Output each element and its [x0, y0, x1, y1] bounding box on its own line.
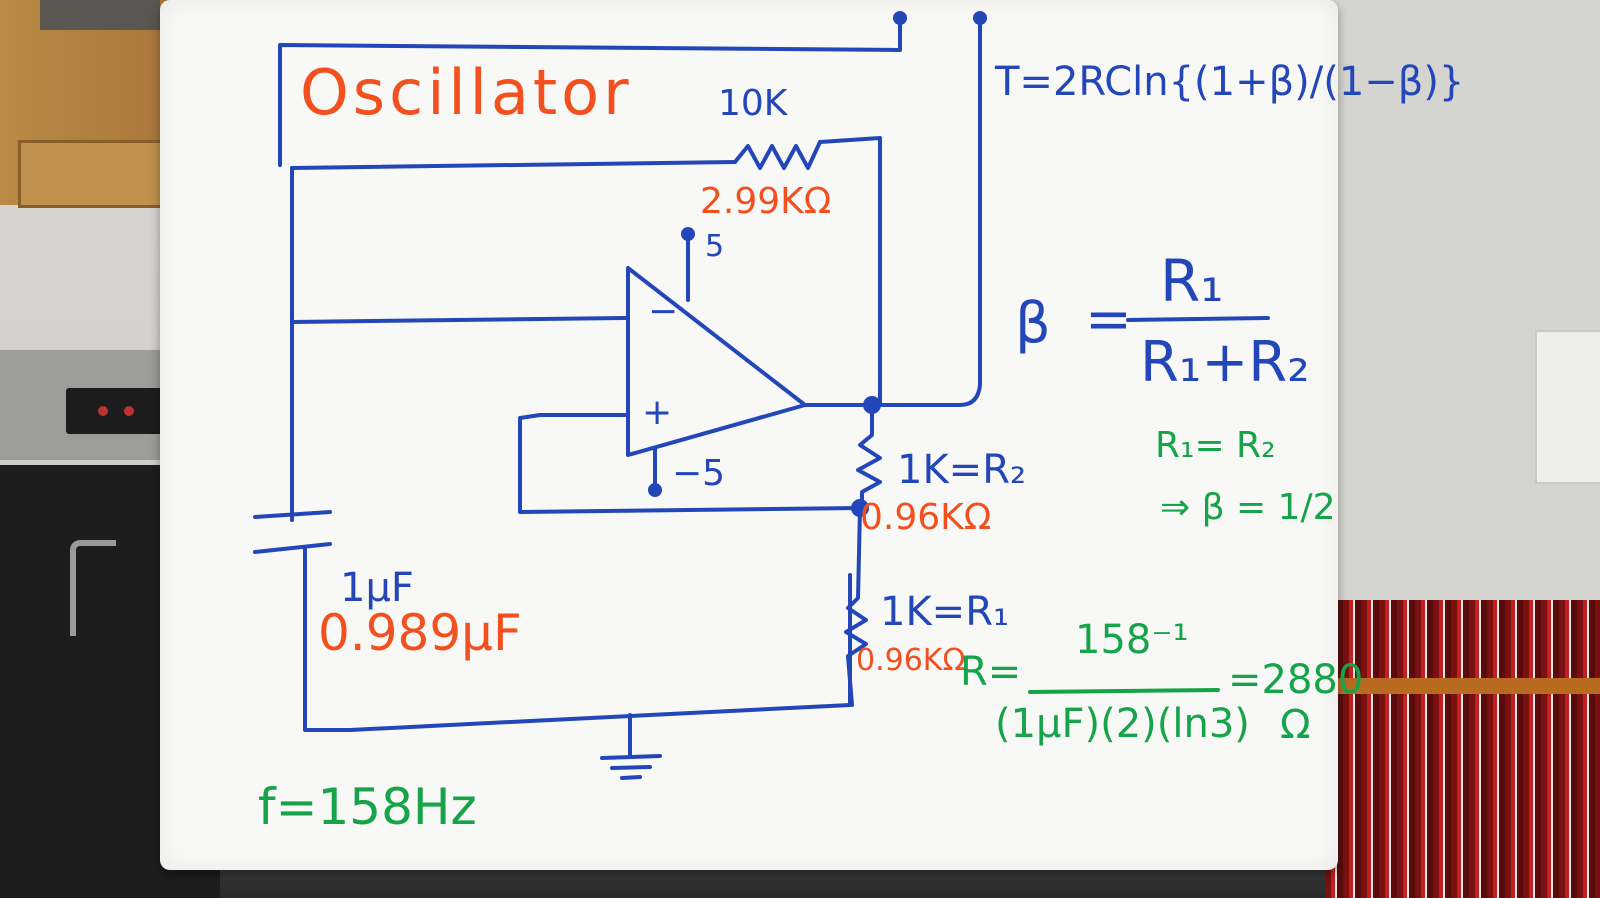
capacitor-plate-top	[253, 510, 332, 519]
r-fraction-bar	[1028, 688, 1220, 694]
feedback-resistor-measured: 2.99KΩ	[700, 181, 832, 222]
capacitor-nominal: 1μF	[340, 565, 414, 611]
resistor-r1	[844, 506, 868, 707]
inverting-input-wire	[290, 316, 627, 324]
beta-denominator: R₁+R₂	[1140, 330, 1310, 395]
outlet-socket	[124, 406, 134, 416]
r2-measured: 0.96KΩ	[860, 497, 992, 538]
r-numerator: 158⁻¹	[1075, 617, 1189, 663]
beta-equals: =	[1085, 287, 1132, 352]
op-amp-minus: −	[648, 291, 679, 332]
output-terminal-1	[893, 11, 907, 25]
supply-positive-terminal	[681, 227, 695, 241]
beta-fraction-bar	[1126, 316, 1270, 322]
beta-half-note: ⇒ β = 1/2	[1160, 487, 1336, 528]
r1-measured: 0.96KΩ	[856, 643, 966, 678]
feedback-resistor-nominal: 10K	[718, 83, 788, 124]
rack-bar	[1325, 678, 1600, 694]
capacitor-wire	[303, 546, 352, 732]
r-label: R=	[960, 649, 1022, 695]
feedback-resistor	[733, 140, 822, 170]
equal-resistors-note: R₁= R₂	[1155, 425, 1276, 466]
resistor-r2	[856, 403, 882, 510]
faucet	[70, 540, 116, 636]
power-outlet	[66, 388, 170, 434]
feedback-wire-right	[818, 136, 882, 407]
wall-switch-box	[1535, 330, 1600, 484]
capacitor-measured: 0.989μF	[318, 604, 522, 662]
capacitor-plate-bottom	[253, 542, 332, 554]
wooden-cabinet	[0, 0, 179, 208]
period-formula: T=2RCln{(1+β)/(1−β)}	[995, 59, 1465, 105]
frequency-label: f=158Hz	[258, 778, 477, 836]
r-denominator: (1μF)(2)(ln3)	[995, 701, 1250, 747]
supply-positive-label: 5	[705, 229, 725, 264]
output-wire-top	[278, 20, 902, 167]
r2-nominal: 1K=R₂	[897, 447, 1027, 493]
r-result: =2880	[1228, 657, 1364, 703]
feedback-wire	[290, 160, 737, 170]
non-inverting-wire	[518, 413, 862, 514]
r-unit: Ω	[1280, 702, 1311, 748]
beta-numerator: R₁	[1160, 247, 1224, 315]
output-wire-right	[870, 20, 982, 407]
oscillator-title: Oscillator	[300, 56, 633, 129]
outlet-socket	[98, 406, 108, 416]
beta-symbol: β	[1015, 291, 1051, 356]
r1-nominal: 1K=R₁	[880, 589, 1010, 635]
test-lead-rack	[1325, 600, 1600, 898]
op-amp	[626, 266, 807, 457]
supply-negative-terminal	[648, 483, 662, 497]
op-amp-plus: +	[642, 392, 673, 433]
ground-symbol	[600, 754, 662, 780]
cabinet-shadow	[40, 0, 160, 30]
output-terminal-2	[973, 11, 987, 25]
supply-negative-label: −5	[672, 453, 726, 494]
